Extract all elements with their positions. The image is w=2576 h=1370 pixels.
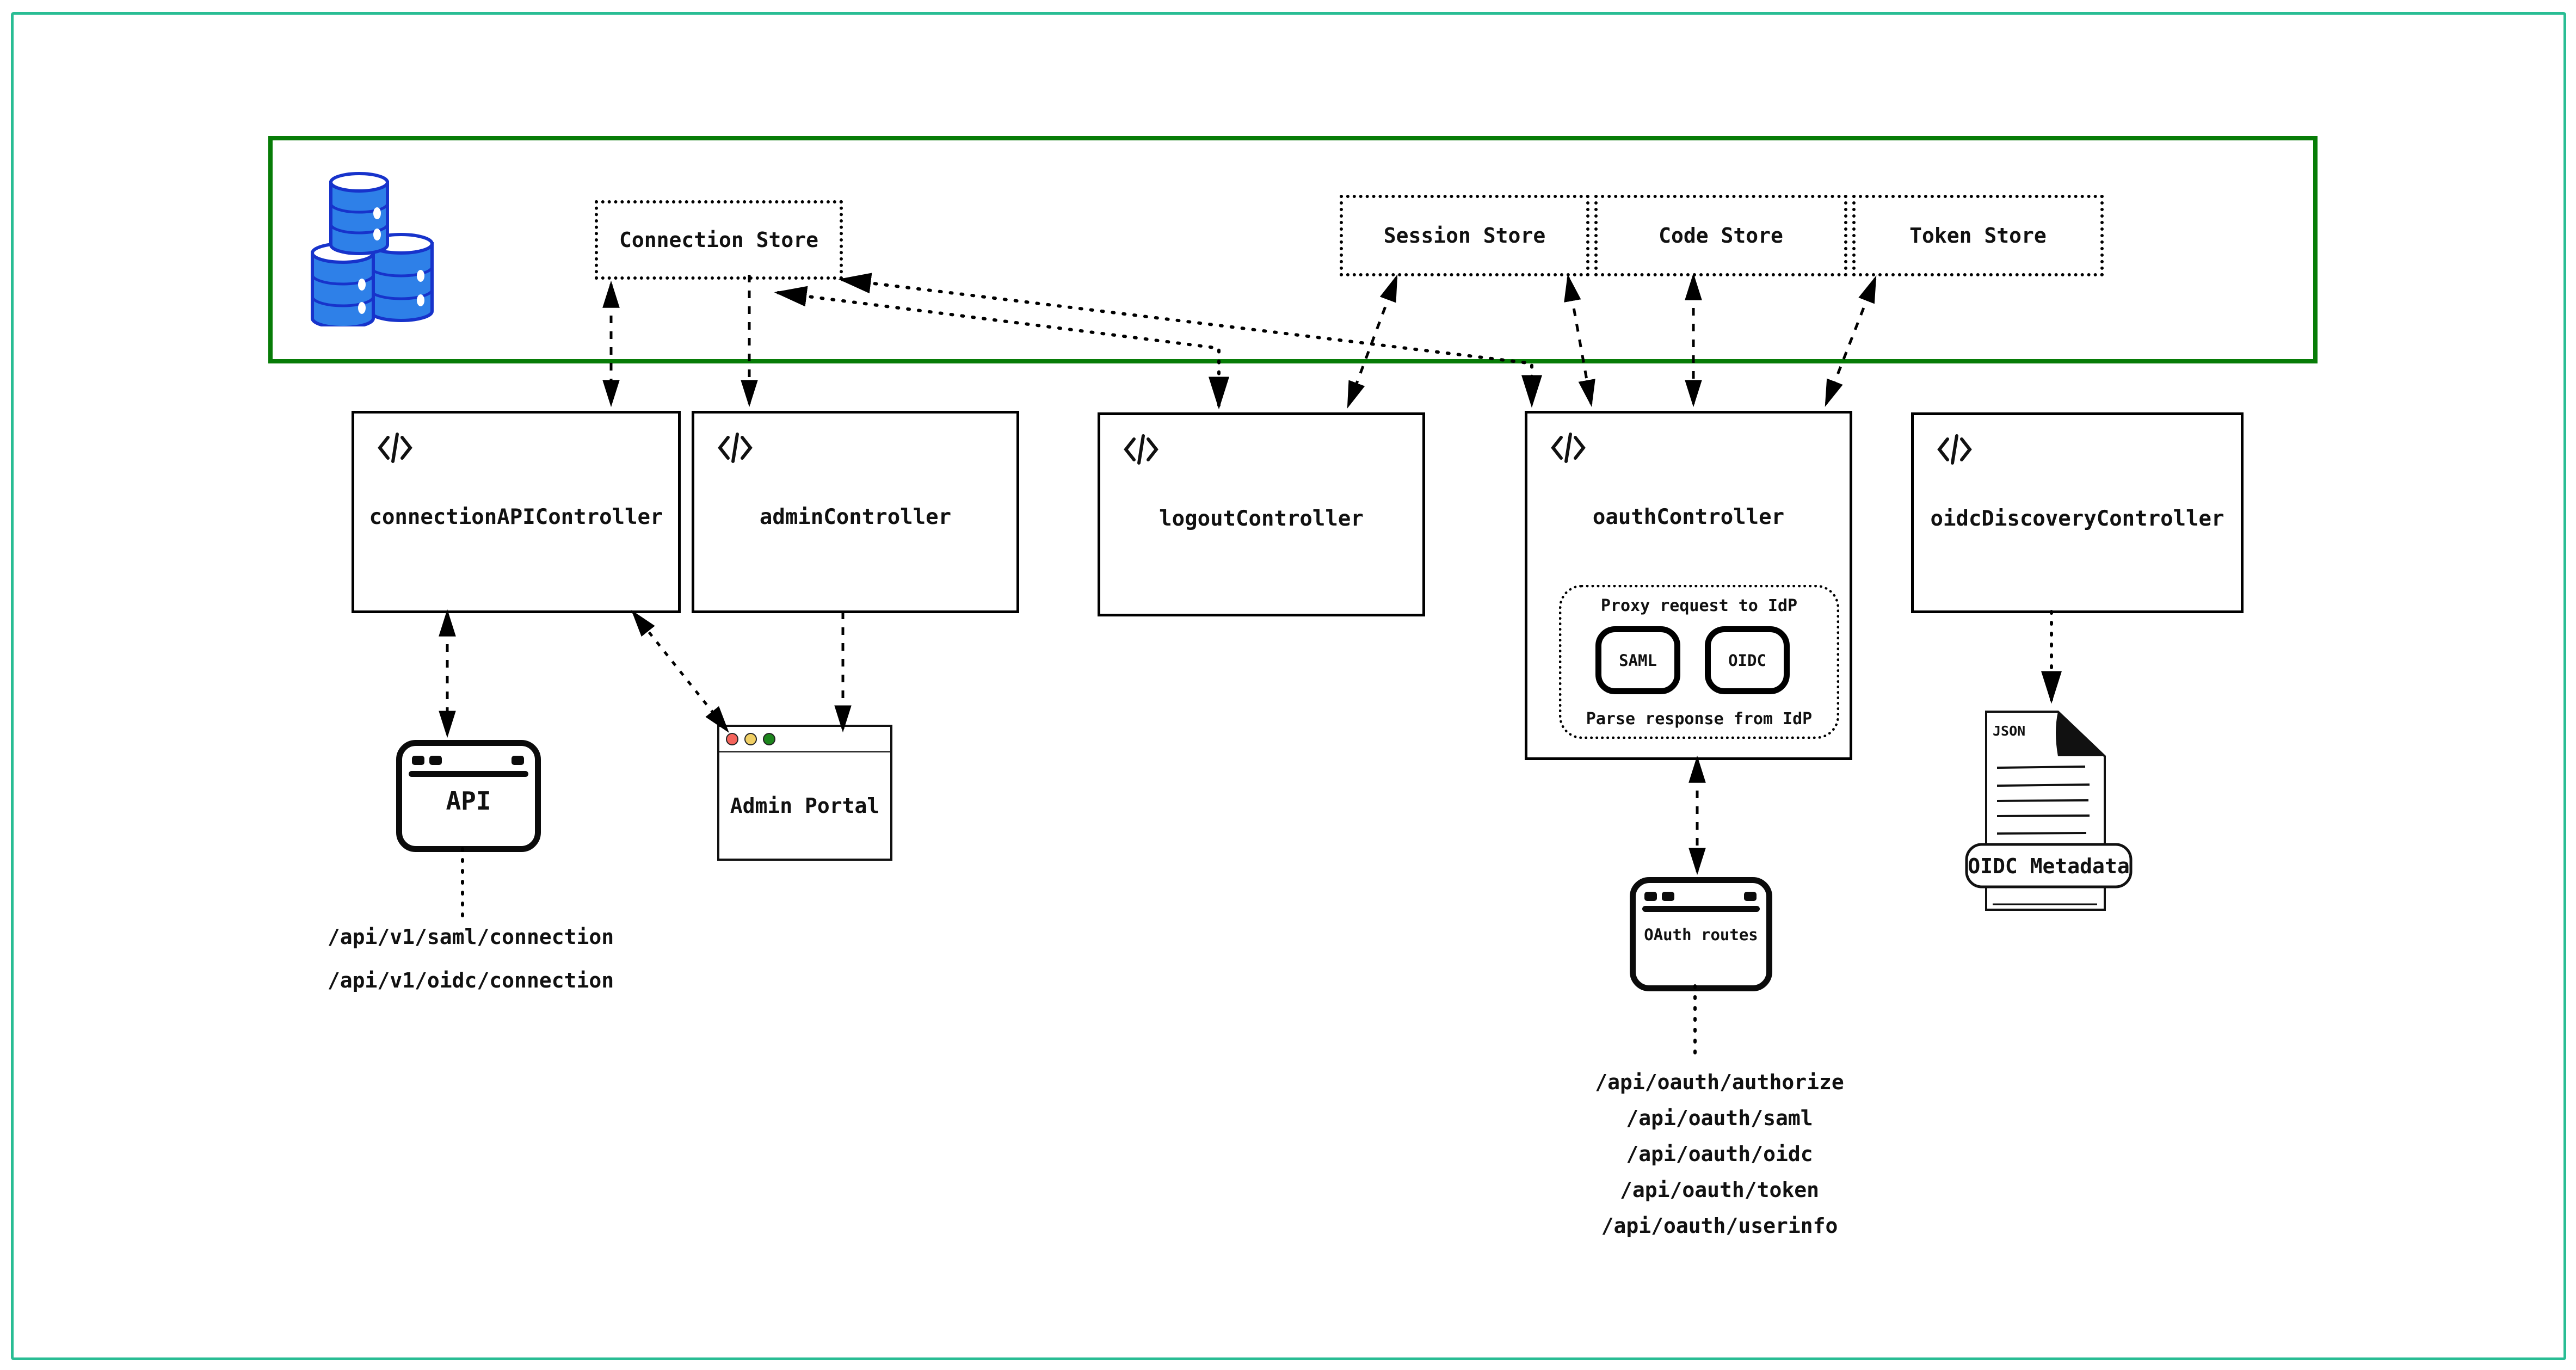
oidc-metadata-document-icon: JSON OIDC Metadata — [1965, 711, 2133, 911]
api-window-icon: API — [396, 740, 541, 852]
token-store-box: Token Store — [1852, 195, 2104, 276]
code-icon — [378, 433, 412, 463]
oidc-protocol-chip: OIDC — [1705, 626, 1790, 694]
window-dot — [412, 756, 424, 765]
api-route: /api/v1/oidc/connection — [327, 968, 614, 992]
connection-store-label: Connection Store — [619, 228, 819, 252]
controller-label: oauthController — [1592, 505, 1785, 529]
idp-proxy-box: Proxy request to IdP SAML OIDC Parse res… — [1559, 585, 1839, 739]
controller-oidc-discovery: oidcDiscoveryController — [1911, 412, 2244, 613]
token-store-label: Token Store — [1909, 224, 2047, 248]
minimize-traffic-light-icon — [744, 733, 757, 745]
oauth-route: /api/oauth/userinfo — [1601, 1214, 1838, 1238]
folded-corner — [2056, 712, 2105, 756]
controller-label: adminController — [759, 505, 952, 529]
metadata-banner — [1965, 843, 2133, 888]
oauth-window-label: OAuth routes — [1644, 925, 1758, 944]
file-type-label: JSON — [1993, 723, 2025, 739]
code-icon — [1124, 434, 1158, 465]
code-icon — [1937, 434, 1972, 465]
window-dot — [1744, 892, 1757, 901]
controller-label: logoutController — [1159, 507, 1364, 531]
session-store-label: Session Store — [1383, 224, 1546, 248]
oidc-label: OIDC — [1728, 651, 1766, 670]
api-route: /api/v1/saml/connection — [327, 925, 614, 949]
api-window-label: API — [446, 786, 491, 816]
window-dot — [1662, 892, 1674, 901]
idp-response-label: Parse response from IdP — [1586, 709, 1813, 729]
admin-portal-window: Admin Portal — [717, 725, 892, 861]
oauth-route: /api/oauth/token — [1619, 1178, 1820, 1202]
window-dot — [1644, 892, 1657, 901]
controller-logout: logoutController — [1098, 412, 1425, 616]
browser-titlebar — [719, 727, 890, 752]
session-store-box: Session Store — [1340, 195, 1589, 276]
controller-label: oidcDiscoveryController — [1930, 507, 2224, 531]
code-icon — [718, 433, 753, 463]
code-store-label: Code Store — [1659, 224, 1783, 248]
close-traffic-light-icon — [726, 733, 738, 745]
maximize-traffic-light-icon — [763, 733, 775, 745]
oauth-route: /api/oauth/saml — [1626, 1106, 1813, 1130]
connection-store-box: Connection Store — [595, 200, 843, 280]
controller-oauth: oauthController Proxy request to IdP SAM… — [1525, 411, 1852, 760]
window-dot — [511, 756, 524, 765]
saml-protocol-chip: SAML — [1595, 626, 1680, 694]
controller-admin: adminController — [692, 411, 1019, 613]
oauth-route: /api/oauth/authorize — [1595, 1070, 1844, 1094]
window-toolbar — [1642, 906, 1760, 912]
code-icon — [1551, 433, 1586, 463]
oauth-route: /api/oauth/oidc — [1626, 1142, 1813, 1166]
oidc-metadata-label: OIDC Metadata — [1968, 854, 2129, 878]
controller-label: connectionAPIController — [369, 505, 663, 529]
page-border — [11, 12, 2566, 1360]
controller-connection-api: connectionAPIController — [352, 411, 681, 613]
oauth-routes-list: /api/oauth/authorize /api/oauth/saml /ap… — [1556, 1064, 1883, 1244]
window-dot — [429, 756, 442, 765]
database-stack-icon — [311, 172, 434, 326]
saml-label: SAML — [1619, 651, 1657, 670]
admin-portal-label: Admin Portal — [730, 793, 880, 818]
window-toolbar — [409, 771, 528, 777]
code-store-box: Code Store — [1594, 195, 1847, 276]
oauth-routes-window-icon: OAuth routes — [1630, 877, 1772, 991]
idp-request-label: Proxy request to IdP — [1600, 596, 1798, 615]
